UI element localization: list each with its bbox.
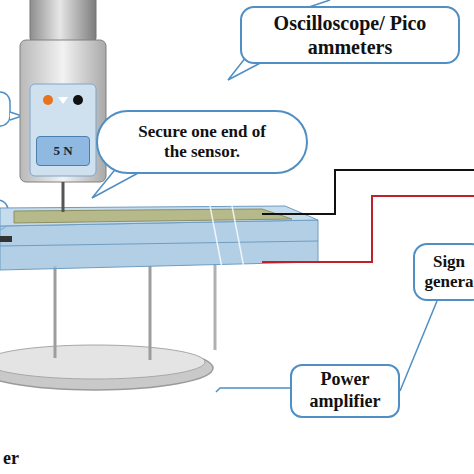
- force-gauge-part: [30, 84, 96, 176]
- node-text: Oscilloscope/ Pico ammeters: [270, 11, 430, 59]
- cut-label: er: [3, 448, 19, 469]
- force-gauge: [20, 0, 106, 212]
- sensor-platform: [0, 206, 318, 270]
- node-text: 5 N: [53, 143, 72, 159]
- gauge-display: 5 N: [36, 136, 90, 166]
- force-gauge-part: [43, 95, 53, 105]
- node-text: Power amplifier: [299, 369, 391, 412]
- stand-part: [214, 264, 217, 350]
- sensor-platform-part: [232, 206, 244, 268]
- wires-part: [216, 388, 290, 392]
- instrument-callout: Sign genera: [413, 243, 474, 301]
- sensor-platform-part: [0, 206, 318, 226]
- sensor-platform-part: [210, 206, 222, 268]
- sensor-platform-part: [0, 241, 318, 246]
- signal-wire: [400, 301, 437, 391]
- node-text: Sign genera: [421, 252, 474, 293]
- force-gauge-part: [20, 40, 106, 182]
- force-gauge-part: [73, 95, 83, 105]
- instrument-callout: Oscilloscope/ Pico ammeters: [240, 6, 460, 64]
- stand: [0, 264, 215, 390]
- speech-bubble: Secure one end of the sensor.: [96, 110, 308, 174]
- node-text: Secure one end of the sensor.: [132, 122, 272, 163]
- stand-part: [54, 266, 57, 358]
- force-gauge-part: [30, 0, 96, 42]
- sensor-platform-part: [0, 236, 12, 242]
- wire-line: [400, 301, 437, 391]
- stand-part: [149, 266, 152, 360]
- instrument-callout: Power amplifier: [290, 364, 400, 418]
- stand-part: [0, 346, 213, 390]
- stand-part: [0, 345, 205, 379]
- force-gauge-part: [58, 97, 68, 104]
- wires-part: [262, 170, 474, 214]
- force-gauge-part: [62, 182, 65, 212]
- cut-callouts-part: [0, 92, 10, 126]
- sensor-platform-part: [14, 209, 292, 223]
